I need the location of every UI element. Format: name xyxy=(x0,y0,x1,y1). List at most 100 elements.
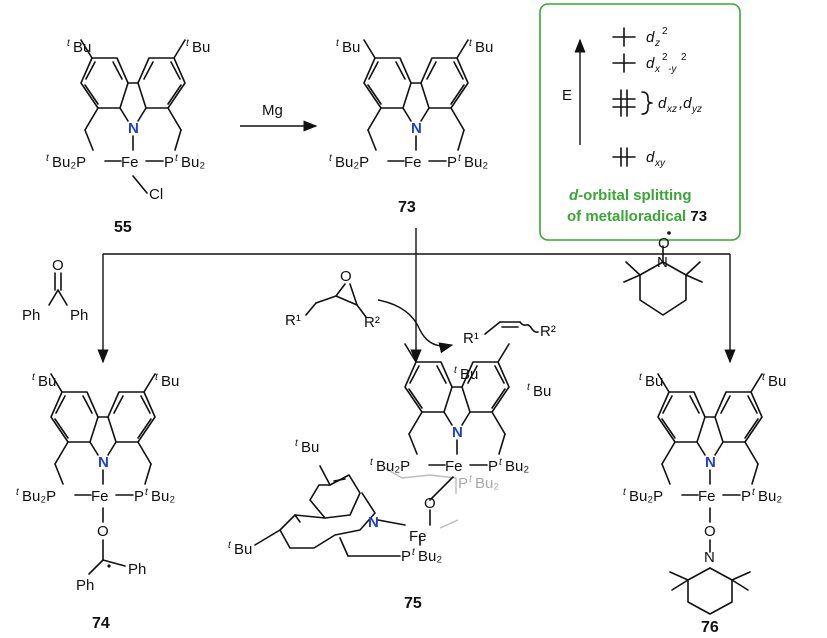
o-74: O xyxy=(97,523,109,540)
caption-rest: -orbital splitting xyxy=(578,187,691,204)
dxy-sub: xy xyxy=(654,158,666,169)
alkene-r1: R¹ xyxy=(463,330,479,347)
tbu-76-right: Bu xyxy=(768,373,786,390)
tbu-sup-76-pr: t xyxy=(752,487,756,498)
p-left-74: Bu₂P xyxy=(22,488,56,505)
p-right-73: P xyxy=(447,154,457,171)
dxz-label: d xyxy=(658,95,667,112)
branch-arrows xyxy=(97,228,736,364)
label-75: 75 xyxy=(404,595,422,612)
label-73: 73 xyxy=(398,199,416,216)
compound-55 xyxy=(80,39,186,194)
o-76: O xyxy=(704,523,716,540)
tbu-sup-74-p: t xyxy=(16,487,20,498)
ph-74-left: Ph xyxy=(76,577,94,594)
tempo xyxy=(623,231,703,316)
tbu-sup-75-p1: t xyxy=(370,457,374,468)
compound-76 xyxy=(657,373,763,615)
tbu-sup-74-pr: t xyxy=(145,487,149,498)
p-left-55: Bu₂P xyxy=(52,154,86,171)
benzophenone-ph-right: Ph xyxy=(70,307,88,324)
tbu-sup-55-left: t xyxy=(67,38,71,49)
orbital-caption-line2: of metalloradical 73 xyxy=(567,208,707,225)
tbu-sup-73-pr: t xyxy=(458,153,462,164)
dx2y2-label: d xyxy=(646,55,655,72)
p-right-76: P xyxy=(741,488,751,505)
cl-55: Cl xyxy=(149,186,163,203)
tbu-75-a: Bu xyxy=(460,366,478,383)
dx2y2-sup2: 2 xyxy=(681,52,687,63)
fe-75-a: Fe xyxy=(445,458,463,475)
label-74: 74 xyxy=(92,615,110,632)
tbu-75-c: Bu xyxy=(301,439,319,456)
dz2-sup: 2 xyxy=(662,26,668,37)
tbu-73-right: Bu xyxy=(475,39,493,56)
tbu-55-right: Bu xyxy=(192,39,210,56)
fe-55: Fe xyxy=(121,154,139,171)
n-atom-75-a: N xyxy=(452,424,463,441)
ghost-p: P xyxy=(458,475,468,492)
ghost-arm-1 xyxy=(384,467,457,479)
o-75: O xyxy=(424,495,436,512)
fe-73: Fe xyxy=(404,154,422,171)
n-atom-74: N xyxy=(98,454,109,471)
compound-74 xyxy=(50,373,156,575)
dz2-sub: z xyxy=(654,38,660,49)
n-76-tempo: N xyxy=(704,549,715,566)
tbu-sup-75-pr: t xyxy=(499,457,503,468)
tbu-74-right: Bu xyxy=(161,373,179,390)
n-atom-75-b: N xyxy=(368,514,379,531)
fe-75-b: Fe xyxy=(409,528,427,545)
dx2y2-sub: x xyxy=(654,64,661,75)
ph-74-right: Ph xyxy=(128,561,146,578)
tbu-sup-73-p: t xyxy=(329,153,333,164)
p-left-75: Bu₂P xyxy=(376,458,410,475)
n-atom-76: N xyxy=(705,454,716,471)
caption-d: d xyxy=(569,187,579,204)
tbu-74-left: Bu xyxy=(38,373,56,390)
n-atom-55: N xyxy=(128,120,139,137)
label-55: 55 xyxy=(114,219,132,236)
mg-reagent: Mg xyxy=(262,102,283,119)
alkene-r2: R² xyxy=(540,323,556,340)
tbu-73-left: Bu xyxy=(342,39,360,56)
orbital-caption-line1: d-orbital splitting xyxy=(569,187,692,204)
tbu-sup-55-pr: t xyxy=(175,153,179,164)
tbu-sup-74-left: t xyxy=(32,372,36,383)
benzophenone-ph-left: Ph xyxy=(22,307,40,324)
tbu-sup-75-a: t xyxy=(454,365,458,376)
benzophenone-o: O xyxy=(52,257,64,274)
tempo-n: N xyxy=(657,254,668,271)
dxy-label: d xyxy=(646,149,655,166)
tbu-sup-55-right: t xyxy=(186,38,190,49)
tbu-55-left: Bu xyxy=(73,39,91,56)
caption-metalloradical: of metalloradical xyxy=(567,208,690,225)
orbital-levels xyxy=(612,27,653,167)
fe-76: Fe xyxy=(698,488,716,505)
compound-75 xyxy=(254,343,510,557)
tbu-sup-75-b: t xyxy=(527,382,531,393)
epoxide xyxy=(305,283,367,318)
energy-label: E xyxy=(562,87,572,104)
p-right-tbu-75: Bu₂ xyxy=(505,458,529,475)
fe-74: Fe xyxy=(91,488,109,505)
p-left-76: Bu₂P xyxy=(629,488,663,505)
tbu-75-d: Bu xyxy=(234,541,252,558)
epoxide-r2: R² xyxy=(364,314,380,331)
p-right-74: P xyxy=(134,488,144,505)
tbu-sup-73-right: t xyxy=(469,38,473,49)
tempo-o: O xyxy=(658,235,670,252)
caption-73: 73 xyxy=(690,208,707,225)
p-left-73: Bu₂P xyxy=(335,154,369,171)
benzophenone xyxy=(48,272,68,306)
label-76: 76 xyxy=(701,619,719,636)
dyz-label: ,d xyxy=(679,95,692,112)
orbital-box xyxy=(539,3,741,241)
p-right-tbu-73: Bu₂ xyxy=(464,154,488,171)
tbu-sup-55-p: t xyxy=(46,153,50,164)
tbu-75-b: Bu xyxy=(533,383,551,400)
compound-73 xyxy=(363,39,469,162)
tbu-sup-76-left: t xyxy=(639,372,643,383)
p-right-tbu-74: Bu₂ xyxy=(151,488,175,505)
tbu-sup-76-right: t xyxy=(762,372,766,383)
